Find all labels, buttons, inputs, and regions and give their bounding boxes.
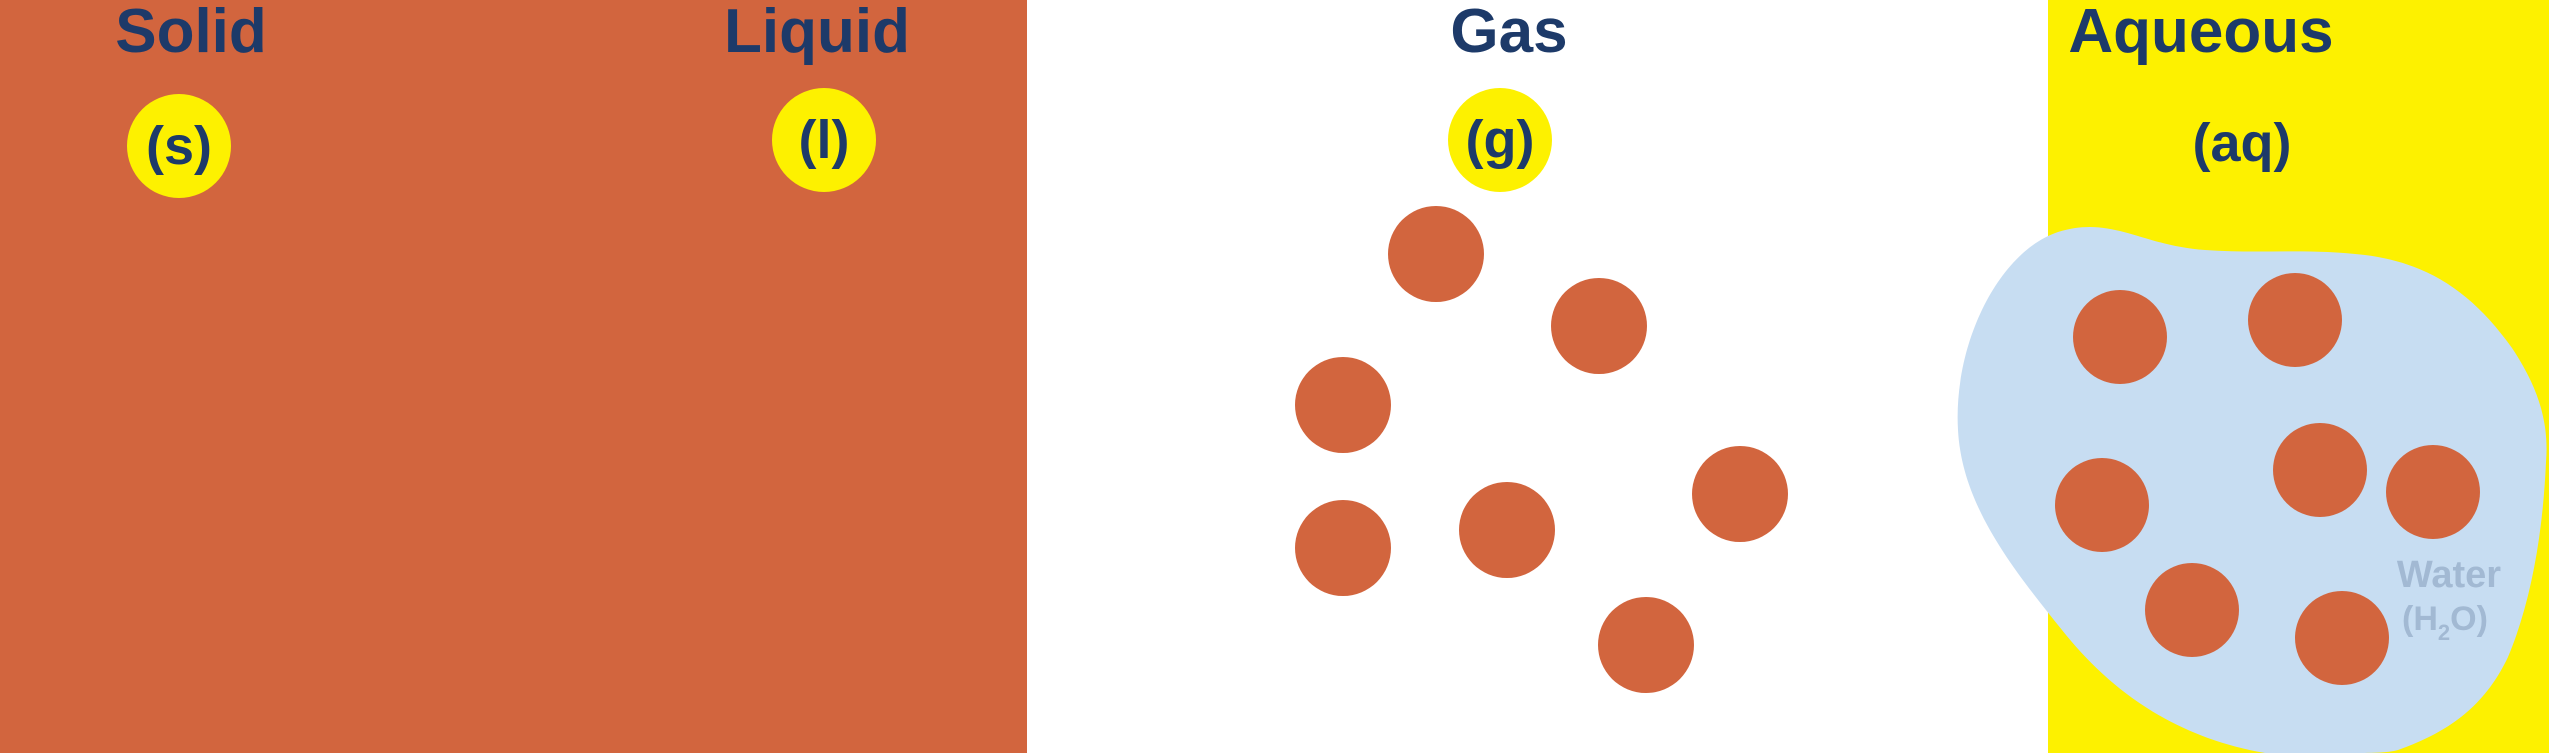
aqueous-particles-group: [2055, 273, 2480, 685]
gas-symbol: (g): [1465, 110, 1535, 170]
water-formula-subscript: 2: [2437, 620, 2451, 645]
solid-heading: Solid: [115, 0, 267, 66]
liquid-symbol-badge: (l): [772, 88, 876, 192]
solid-symbol-badge: (s): [127, 94, 231, 198]
gas-symbol-badge: (g): [1448, 88, 1552, 192]
gas-particle: [1459, 482, 1555, 578]
aqueous-particle: [2248, 273, 2342, 367]
gas-particle: [1295, 357, 1391, 453]
aqueous-symbol: (aq): [2192, 113, 2292, 173]
gas-particle: [1598, 597, 1694, 693]
gas-particle: [1551, 278, 1647, 374]
gas-particle: [1295, 500, 1391, 596]
gas-heading: Gas: [1450, 0, 1568, 66]
aqueous-particle: [2073, 290, 2167, 384]
water-formula: (H2O): [2402, 600, 2488, 644]
water-formula-open: (H: [2402, 600, 2438, 638]
aqueous-heading: Aqueous: [2068, 0, 2334, 66]
gas-particle: [1388, 206, 1484, 302]
solid-symbol: (s): [146, 116, 212, 176]
aqueous-particle: [2295, 591, 2389, 685]
liquid-symbol: (l): [798, 110, 850, 170]
water-formula-close: O): [2450, 600, 2488, 638]
aqueous-particle: [2273, 423, 2367, 517]
aqueous-particle: [2055, 458, 2149, 552]
gas-particle: [1692, 446, 1788, 542]
water-label: Water: [2396, 554, 2502, 596]
aqueous-particle: [2386, 445, 2480, 539]
liquid-heading: Liquid: [724, 0, 910, 66]
gas-particles-group: [1295, 206, 1788, 693]
aqueous-particle: [2145, 563, 2239, 657]
